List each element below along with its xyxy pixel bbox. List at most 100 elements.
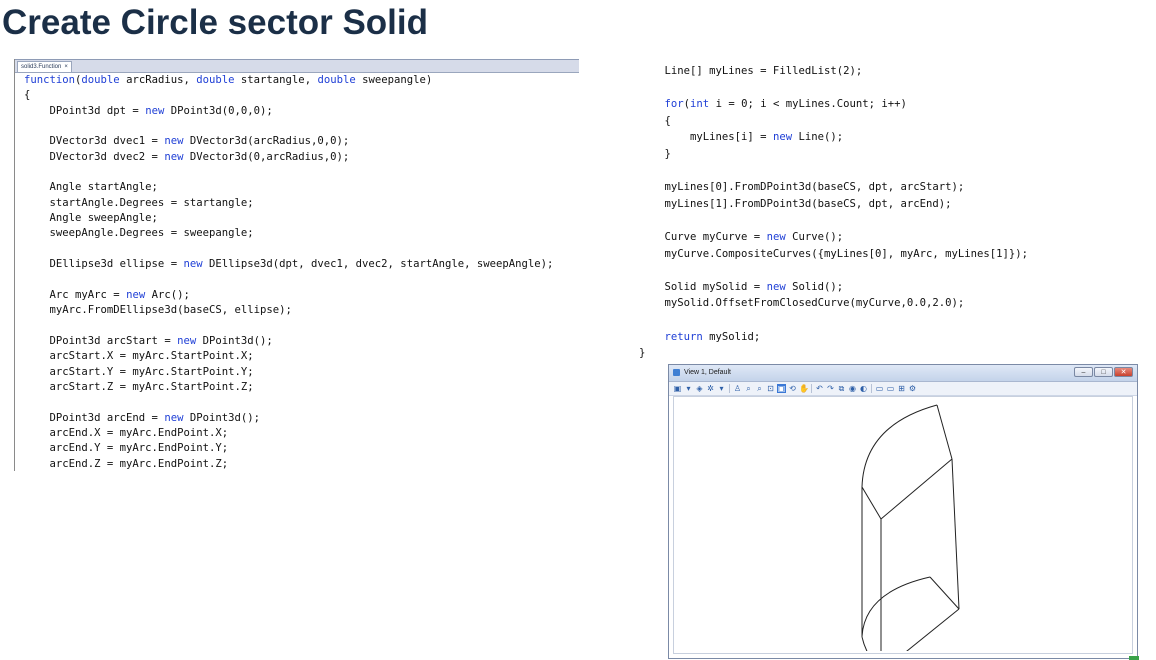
dropdown-icon[interactable]: ▾ bbox=[719, 384, 724, 393]
cad-viewport[interactable] bbox=[673, 396, 1133, 654]
display-style-icon[interactable]: ◐ bbox=[860, 384, 867, 393]
top-arc bbox=[861, 404, 938, 488]
code-line: startAngle.Degrees = startangle; bbox=[24, 196, 553, 211]
code-token: arcEnd.Y = myArc.EndPoint.Y; bbox=[24, 442, 229, 455]
toolbar-separator bbox=[811, 384, 812, 393]
solid-drawing bbox=[861, 404, 960, 651]
code-line bbox=[24, 242, 553, 257]
window-area-icon[interactable]: ⊡ bbox=[767, 384, 774, 393]
code-token: sweepangle) bbox=[355, 74, 433, 86]
top-line-1 bbox=[936, 404, 953, 460]
close-icon[interactable]: × bbox=[64, 64, 68, 70]
top-line-3 bbox=[880, 458, 953, 520]
toolbar-separator bbox=[729, 384, 730, 393]
cad-window-titlebar[interactable]: View 1, Default – □ ✕ bbox=[669, 365, 1137, 382]
resize-grip[interactable] bbox=[1129, 656, 1139, 660]
close-button[interactable]: ✕ bbox=[1114, 367, 1133, 377]
maximize-button[interactable]: □ bbox=[1094, 367, 1113, 377]
editor-tab[interactable]: solid3.Function × bbox=[17, 61, 72, 72]
code-token: DPoint3d arcStart = bbox=[24, 334, 178, 347]
code-keyword: double bbox=[196, 74, 235, 86]
code-token: DVector3d dvec1 = bbox=[24, 135, 165, 148]
fit-view-icon[interactable]: ▣ bbox=[777, 384, 786, 393]
code-token: startangle, bbox=[234, 74, 318, 86]
code-token: Solid mySolid = bbox=[639, 280, 767, 293]
code-token: mySolid.OffsetFromClosedCurve(myCurve,0.… bbox=[639, 297, 965, 310]
code-editor[interactable]: solid3.Function × function(double arcRad… bbox=[14, 59, 579, 471]
code-line: sweepAngle.Degrees = sweepangle; bbox=[24, 226, 553, 241]
code-line: DVector3d dvec2 = new DVector3d(0,arcRad… bbox=[24, 150, 553, 165]
code-line: myLines[0].FromDPoint3d(baseCS, dpt, arc… bbox=[639, 179, 1028, 196]
code-block-right: Line[] myLines = FilledList(2); for(int … bbox=[639, 63, 1028, 362]
copy-view-icon[interactable]: ⧉ bbox=[838, 384, 845, 393]
code-line: arcStart.Z = myArc.StartPoint.Z; bbox=[24, 380, 553, 395]
code-line bbox=[639, 212, 1028, 229]
code-token: DVector3d(0,arcRadius,0); bbox=[183, 150, 350, 163]
code-token: DPoint3d(); bbox=[183, 411, 261, 424]
code-token: { bbox=[24, 89, 31, 102]
code-token: } bbox=[639, 147, 671, 160]
code-token bbox=[639, 98, 665, 110]
code-token: Curve myCurve = bbox=[639, 230, 767, 243]
dropdown-icon[interactable]: ▾ bbox=[686, 384, 691, 393]
clip-mask-icon[interactable]: ▭ bbox=[886, 384, 895, 393]
code-line: { bbox=[639, 113, 1028, 130]
code-token: DVector3d dvec2 = bbox=[24, 150, 165, 163]
code-token: arcEnd.Z = myArc.EndPoint.Z; bbox=[24, 457, 229, 470]
code-line bbox=[639, 312, 1028, 329]
code-line: mySolid.OffsetFromClosedCurve(myCurve,0.… bbox=[639, 295, 1028, 312]
code-line: myLines[i] = new Line(); bbox=[639, 129, 1028, 146]
code-token: arcStart.Z = myArc.StartPoint.Z; bbox=[24, 380, 254, 393]
code-keyword: new bbox=[145, 104, 165, 117]
level-icon[interactable]: ◈ bbox=[696, 384, 703, 393]
toolbar-separator bbox=[871, 384, 872, 393]
code-line bbox=[639, 163, 1028, 180]
rotate-icon[interactable]: ⟲ bbox=[789, 384, 796, 393]
code-token: mySolid; bbox=[702, 330, 761, 343]
slide-title: Create Circle sector Solid bbox=[2, 3, 428, 42]
code-token: sweepAngle.Degrees = sweepangle; bbox=[24, 227, 254, 240]
code-line: myLines[1].FromDPoint3d(baseCS, dpt, arc… bbox=[639, 196, 1028, 213]
vertical-edge-right bbox=[951, 458, 960, 610]
view-attributes-icon[interactable]: ⚙ bbox=[908, 384, 917, 393]
view-previous-icon[interactable]: ↶ bbox=[816, 384, 823, 393]
toggle-icon[interactable]: ⊞ bbox=[898, 384, 905, 393]
code-token: Angle sweepAngle; bbox=[24, 212, 158, 225]
pan-icon[interactable]: ✋ bbox=[799, 384, 809, 393]
cad-view-window[interactable]: View 1, Default – □ ✕ ▣▾◈✲▾♙⌕⌕⊡▣⟲✋↶↷⧉◉◐▭… bbox=[668, 364, 1139, 660]
bottom-arc bbox=[861, 576, 931, 638]
code-block-left[interactable]: function(double arcRadius, double starta… bbox=[24, 73, 553, 471]
code-line bbox=[24, 272, 553, 287]
top-line-2 bbox=[861, 486, 882, 520]
code-line: Line[] myLines = FilledList(2); bbox=[639, 63, 1028, 80]
code-token: arcEnd.X = myArc.EndPoint.X; bbox=[24, 426, 229, 439]
editor-tab-label: solid3.Function bbox=[21, 64, 62, 70]
view-icon[interactable]: ▣ bbox=[673, 384, 682, 393]
code-line: function(double arcRadius, double starta… bbox=[24, 73, 553, 88]
code-line: arcStart.Y = myArc.StartPoint.Y; bbox=[24, 365, 553, 380]
clip-volume-icon[interactable]: ▭ bbox=[875, 384, 884, 393]
view-toolbar: ▣▾◈✲▾♙⌕⌕⊡▣⟲✋↶↷⧉◉◐▭▭⊞⚙ bbox=[669, 382, 1137, 396]
code-token: myLines[1].FromDPoint3d(baseCS, dpt, arc… bbox=[639, 197, 952, 210]
code-line: arcEnd.X = myArc.EndPoint.X; bbox=[24, 426, 553, 441]
code-token: Solid(); bbox=[785, 280, 844, 293]
code-token: Arc myArc = bbox=[24, 288, 127, 301]
update-icon[interactable]: ♙ bbox=[733, 384, 742, 393]
editor-tab-bar: solid3.Function × bbox=[15, 59, 579, 73]
code-line: Arc myArc = new Arc(); bbox=[24, 288, 553, 303]
code-token: } bbox=[639, 347, 646, 360]
minimize-button[interactable]: – bbox=[1074, 367, 1093, 377]
code-line: DEllipse3d ellipse = new DEllipse3d(dpt,… bbox=[24, 257, 554, 272]
code-keyword: return bbox=[664, 330, 703, 343]
display-icon[interactable]: ✲ bbox=[707, 384, 714, 393]
zoom-out-icon[interactable]: ⌕ bbox=[757, 384, 762, 393]
code-line bbox=[24, 119, 553, 134]
code-token: ( bbox=[75, 74, 82, 86]
code-token: arcStart.X = myArc.StartPoint.X; bbox=[24, 350, 254, 363]
camera-icon[interactable]: ◉ bbox=[849, 384, 856, 393]
view-next-icon[interactable]: ↷ bbox=[827, 384, 834, 393]
code-line: DPoint3d arcStart = new DPoint3d(); bbox=[24, 334, 553, 349]
code-keyword: new bbox=[164, 150, 184, 163]
zoom-in-icon[interactable]: ⌕ bbox=[746, 384, 751, 393]
code-line: Curve myCurve = new Curve(); bbox=[639, 229, 1028, 246]
